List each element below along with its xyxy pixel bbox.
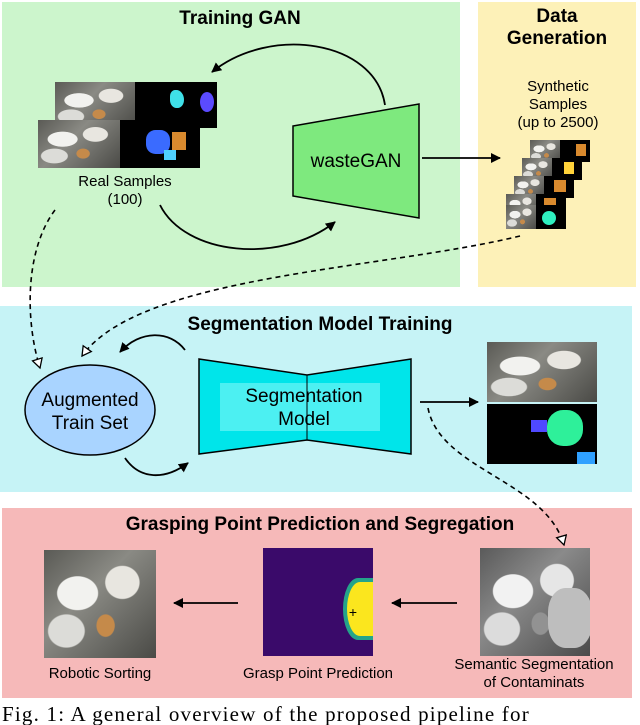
segmentation-output-image [487,342,597,402]
semantic-segmentation-label-1: Semantic Segmentation [454,656,614,673]
robotic-sorting-label: Robotic Sorting [48,665,152,682]
semantic-segmentation-label-2: of Contaminats [483,674,585,691]
grasping-title: Grasping Point Prediction and Segregatio… [125,514,515,535]
segmentation-title: Segmentation Model Training [187,314,453,335]
synthetic-samples-label-3: (up to 2500) [517,114,599,131]
synthetic-mask-1 [560,140,590,162]
training-gan-title: Training GAN [179,8,301,29]
real-samples-label: Real Samples [78,173,172,190]
robotic-sorting-image [44,550,156,658]
synthetic-samples-label-1: Synthetic [527,78,589,95]
synthetic-mask-3 [544,176,574,198]
synthetic-sample-2 [522,158,552,180]
synthetic-sample-3 [514,176,544,198]
segmentation-output-mask [487,404,597,464]
figure-caption: Fig. 1: A general overview of the propos… [2,702,530,725]
synthetic-mask-2 [552,158,582,180]
real-sample-mask-front [120,120,200,168]
grasp-point-heatmap: + [263,548,373,656]
synthetic-sample-1 [530,140,560,162]
synthetic-mask-5 [536,205,566,229]
synthetic-sample-5 [506,205,536,229]
grasp-point-marker: + [348,604,358,620]
grasp-point-prediction-label: Grasp Point Prediction [242,665,394,682]
data-generation-title-line1: Data [536,6,578,27]
real-sample-image-front [38,120,120,168]
real-samples-count: (100) [107,191,143,208]
semantic-segmentation-image [480,548,590,656]
data-generation-title-line2: Generation [506,28,608,49]
synthetic-samples-label-2: Samples [528,96,588,113]
